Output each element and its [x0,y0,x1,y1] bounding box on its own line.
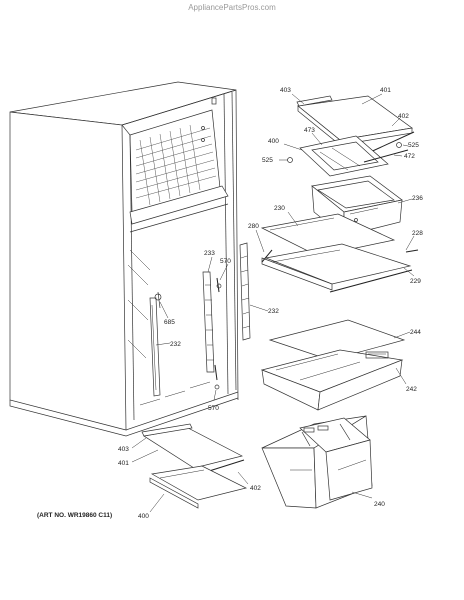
part-label-244: 244 [410,329,421,336]
refrigerator-cabinet [9,81,239,437]
glass-cover-244 [268,319,406,361]
shelf-support-232-right [239,242,251,341]
part-label-233: 233 [204,250,215,257]
part-label-685: 685 [164,319,175,326]
part-label-232: 232 [170,341,181,348]
shelf-support-233 [202,271,222,390]
part-label-230: 230 [274,205,285,212]
shelf-frame-280 [261,243,419,293]
part-label-236: 236 [412,195,423,202]
leader-lines [131,93,415,513]
part-label-229: 229 [410,278,421,285]
part-label-525: 525 [262,157,273,164]
glass-shelf-230 [260,213,396,257]
crisper-drawers-240 [261,415,373,509]
part-label-400: 400 [138,513,149,520]
part-label-402: 402 [250,485,261,492]
meat-pan-242 [260,349,404,411]
part-label-525: 525 [408,142,419,149]
part-label-401: 401 [118,460,129,467]
part-label-240: 240 [374,501,385,508]
part-label-473: 473 [304,127,315,134]
part-label-401: 401 [380,87,391,94]
art-number: (ART NO. WR19860 C11) [37,512,113,519]
part-label-570: 570 [208,405,219,412]
shelf-frame [287,135,409,177]
part-label-402: 402 [398,113,409,120]
lower-shelf [141,423,248,509]
part-label-403: 403 [118,446,129,453]
part-label-232: 232 [268,308,279,315]
part-label-400: 400 [268,138,279,145]
part-number-labels: 403 401 402 473 400 525 525 472 236 230 … [118,87,423,520]
part-label-242: 242 [406,386,417,393]
watermark: AppliancePartsPros.com [188,3,276,12]
part-label-280: 280 [248,223,259,230]
part-label-228: 228 [412,230,423,237]
left-rail-assembly [149,291,162,397]
part-label-472: 472 [404,153,415,160]
part-label-403: 403 [280,87,291,94]
part-label-570: 570 [220,258,231,265]
